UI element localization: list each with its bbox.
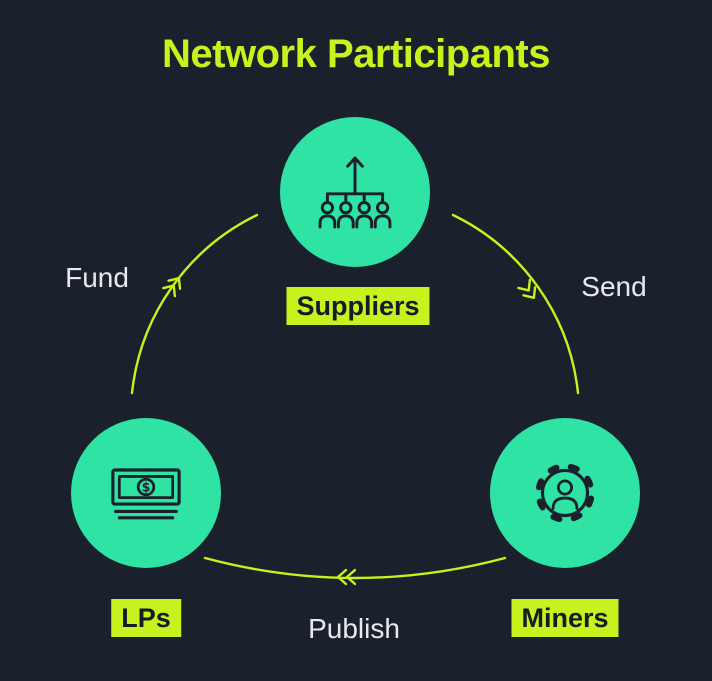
- node-label-lps: LPs: [111, 599, 181, 638]
- arc-publish: [203, 556, 507, 580]
- arrowhead-publish-icon: [336, 568, 357, 586]
- arc-fund: [130, 213, 259, 395]
- page-title: Network Participants: [162, 32, 550, 76]
- edge-label-fund: Fund: [65, 262, 129, 293]
- banknote-icon: $: [111, 468, 181, 520]
- node-miners: [490, 418, 640, 568]
- node-suppliers: [280, 117, 430, 267]
- node-lps: $: [71, 418, 221, 568]
- arrow-group: [130, 213, 580, 586]
- svg-text:$: $: [142, 481, 151, 496]
- edge-label-send: Send: [581, 271, 647, 302]
- arc-send: [451, 213, 580, 395]
- edge-label-publish: Publish: [308, 613, 400, 644]
- arrowhead-send-icon: [517, 278, 537, 300]
- arrowhead-fund-icon: [162, 276, 182, 298]
- node-label-miners: Miners: [511, 599, 619, 638]
- node-label-suppliers: Suppliers: [286, 287, 430, 326]
- org-chart-icon-shapes: [318, 156, 392, 229]
- gear-person-icon-shapes: [535, 463, 595, 523]
- org-chart-icon: [318, 156, 392, 229]
- banknote-icon-shapes: $: [111, 468, 181, 520]
- gear-person-icon: [535, 463, 595, 523]
